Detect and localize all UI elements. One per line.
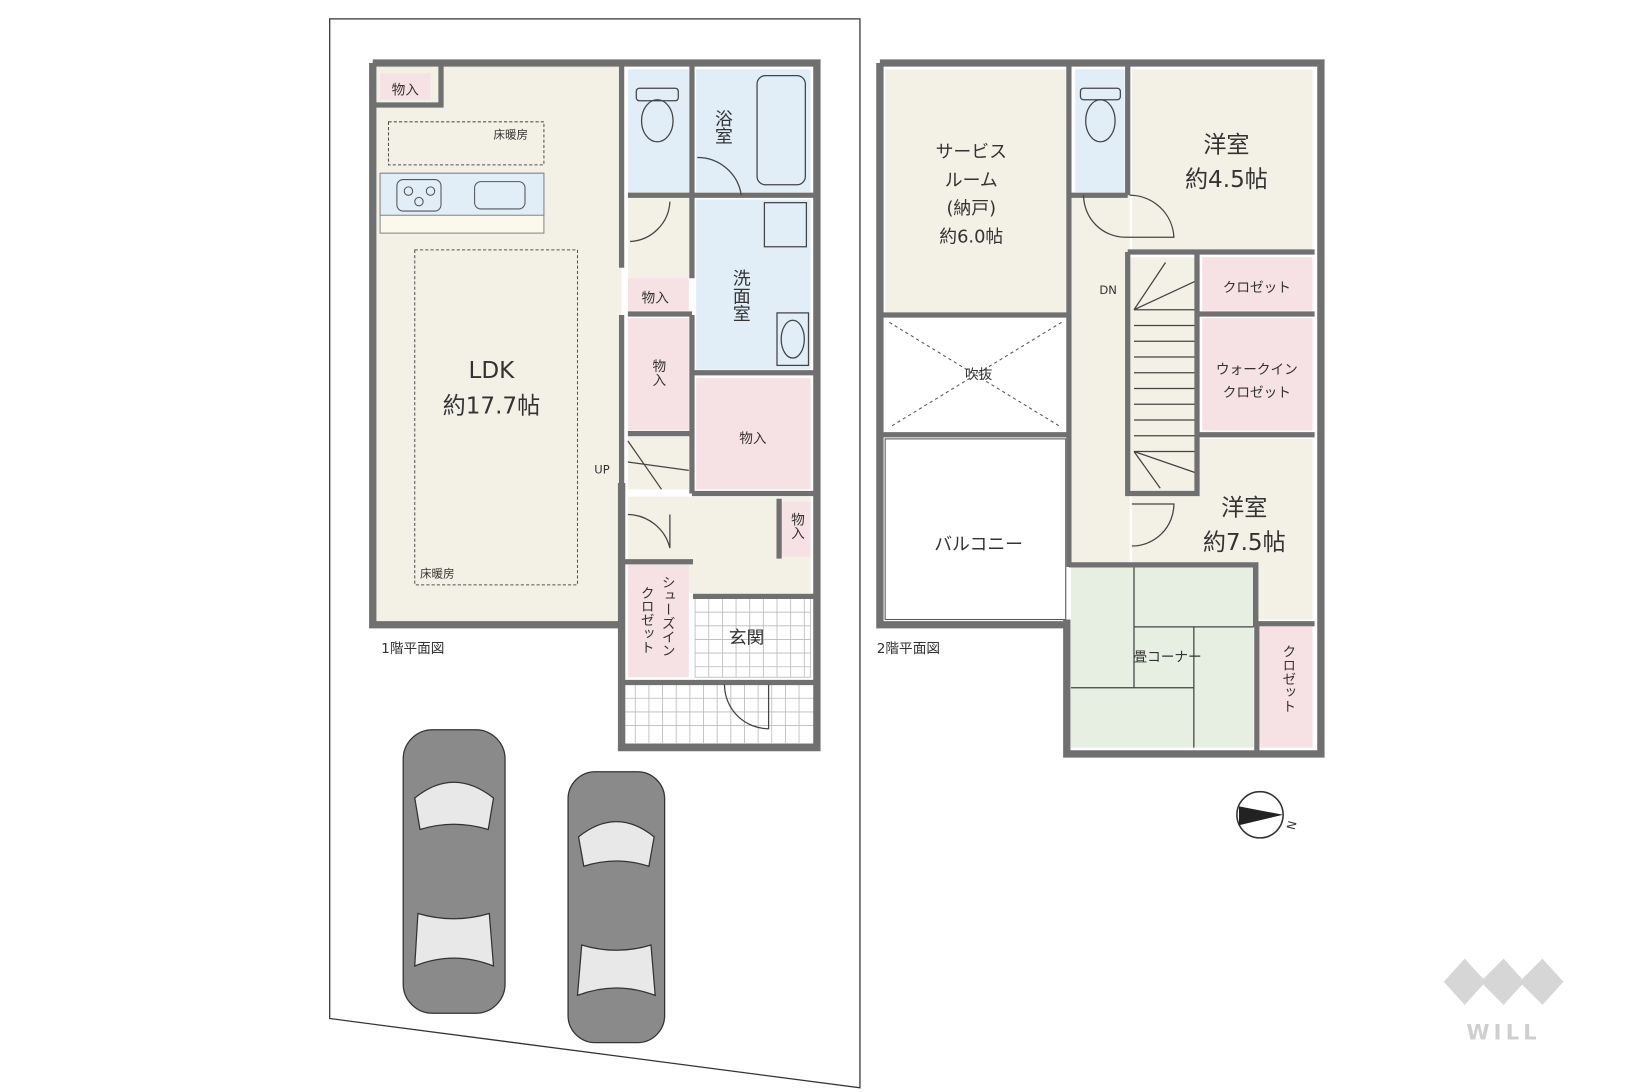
shoe-closet-label: シューズイン — [659, 575, 675, 657]
floor-heating-area — [414, 249, 579, 586]
western-room-a-label: 洋室 — [1203, 132, 1249, 158]
toilet-icon — [635, 87, 679, 143]
balcony-area — [884, 438, 1067, 621]
car-icon — [567, 771, 666, 1044]
stairs-up-label: UP — [594, 463, 609, 477]
shoe-closet-label: クロゼット — [638, 586, 655, 654]
hall-1f — [627, 192, 691, 279]
storage-corner-room — [380, 73, 431, 100]
western-room-b-label: 洋室 — [1221, 496, 1267, 522]
western-room-a — [1131, 69, 1313, 250]
walls-2f — [876, 59, 1325, 758]
closet-a-room — [1202, 257, 1313, 311]
door-swings — [1082, 194, 1175, 547]
service-room — [885, 69, 1066, 313]
bathtub-icon — [756, 74, 806, 186]
void-cross — [889, 321, 1062, 428]
site-boundary — [329, 18, 861, 1089]
storage-hall-room — [781, 501, 811, 557]
car-icon — [402, 729, 506, 1014]
bathroom — [696, 69, 811, 193]
storage-corner-label: 物入 — [392, 83, 420, 99]
service-room-label: ルーム — [945, 170, 998, 191]
entrance-label: 玄関 — [729, 628, 765, 649]
storage-tall-room — [627, 318, 689, 431]
service-room-label: (納戸) — [946, 198, 996, 219]
washing-machine-icon — [763, 202, 808, 248]
tatami-corner-label: 畳コーナー — [1133, 650, 1201, 666]
stove-icon — [396, 179, 442, 212]
toilet-icon — [1079, 87, 1121, 143]
hallway-2f — [1071, 195, 1130, 563]
storage-small-label: 物入 — [642, 290, 670, 306]
ldk-size: 約17.7帖 — [443, 394, 541, 420]
western-room-b-size: 約7.5帖 — [1203, 530, 1286, 556]
shoe-closet-room — [627, 564, 689, 678]
washroom-room — [696, 199, 811, 370]
sink-icon — [474, 181, 526, 210]
storage-small-room — [627, 278, 689, 311]
bath-label: 浴室 — [712, 109, 733, 145]
svg-text:WILL: WILL — [1466, 1021, 1541, 1045]
toilet-2f — [1075, 69, 1125, 193]
stairs-down-label: DN — [1099, 283, 1117, 297]
tatami-corner-room — [1071, 567, 1254, 748]
floor-2: サービス ルーム (納戸) 約6.0帖 吹抜 バルコニー 洋室 約4.5帖 クロ… — [876, 59, 1325, 758]
north-label: N — [1284, 819, 1300, 831]
closet-b-room — [1260, 626, 1313, 748]
balcony-label: バルコニー — [934, 534, 1023, 555]
floor-2-caption: 2階平面図 — [877, 641, 940, 657]
washroom-label: 洗面室 — [730, 268, 751, 322]
closet-a-label: クロゼット — [1223, 280, 1291, 296]
walk-in-closet-room — [1202, 318, 1313, 431]
service-room-label: サービス — [936, 142, 1007, 163]
north-arrow-icon: N — [1236, 790, 1300, 839]
door-swings — [627, 156, 770, 730]
kitchen-counter — [379, 172, 545, 234]
closet-b-label: クロゼット — [1279, 645, 1296, 713]
void-label: 吹抜 — [965, 367, 993, 383]
service-room-size: 約6.0帖 — [939, 227, 1003, 248]
ldk-room — [375, 66, 622, 623]
western-room-a-size: 約4.5帖 — [1185, 167, 1268, 193]
storage-tall-label: 物入 — [649, 359, 666, 387]
floor-heating-label: 床暖房 — [494, 128, 529, 142]
wash-basin-icon — [776, 312, 810, 367]
floor-1-caption: 1階平面図 — [381, 641, 444, 657]
walk-in-closet-label: ウォークイン — [1216, 362, 1298, 378]
storage-large-label: 物入 — [739, 431, 767, 447]
floor-heating-area — [387, 121, 545, 166]
walk-in-closet-label: クロゼット — [1223, 385, 1291, 401]
floor-heating-label: 床暖房 — [420, 567, 455, 581]
walls-1f — [369, 59, 821, 752]
floor-1: 物入 床暖房 床暖房 LDK 約17.7帖 浴室 洗面室 物入 物入 物入 物入… — [369, 59, 821, 752]
ldk-label: LDK — [469, 358, 516, 384]
stair-steps — [1133, 262, 1196, 489]
will-logo: WILL — [1443, 958, 1564, 1045]
storage-large-room — [696, 378, 811, 490]
storage-hall-label: 物入 — [788, 512, 805, 540]
tatami-lines — [1071, 567, 1255, 748]
